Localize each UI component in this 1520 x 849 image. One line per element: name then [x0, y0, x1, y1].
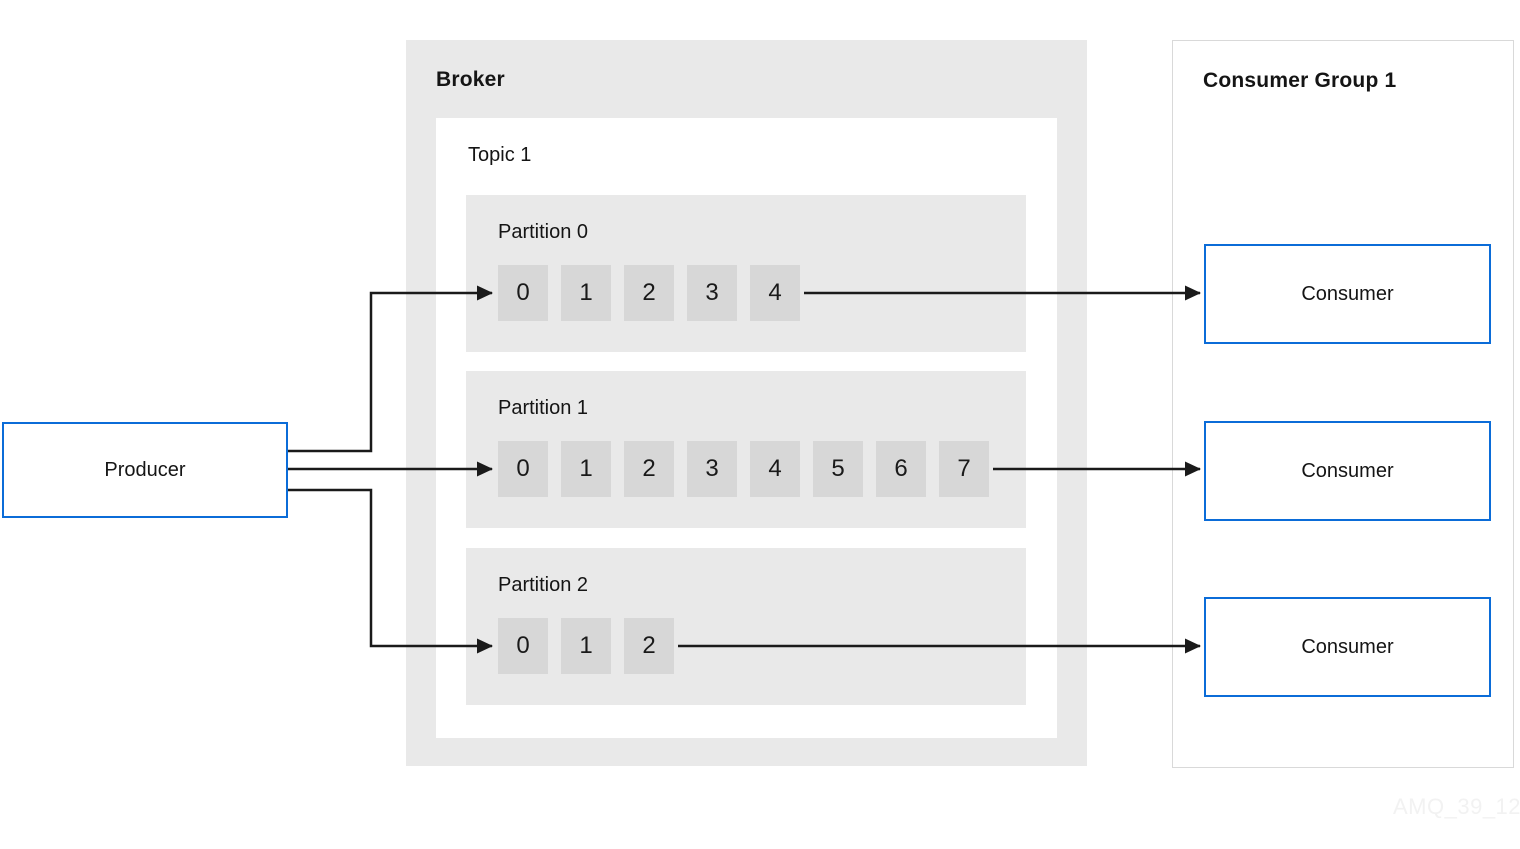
consumer-group-label: Consumer Group 1 [1203, 69, 1397, 92]
topic-label: Topic 1 [468, 144, 532, 166]
offset-cell: 1 [561, 441, 611, 497]
consumer-group-box: Consumer Group 1 Consumer Consumer Consu… [1172, 40, 1514, 768]
offset-cell: 3 [687, 265, 737, 321]
offset-cell: 1 [561, 618, 611, 674]
partition-1-label: Partition 1 [498, 397, 589, 419]
offset-cell: 4 [750, 265, 800, 321]
offset-cell: 0 [498, 441, 548, 497]
offset-cell: 2 [624, 265, 674, 321]
offset-cell: 2 [624, 441, 674, 497]
partition-2-label: Partition 2 [498, 574, 589, 596]
consumer-1-label: Consumer [1301, 282, 1394, 305]
producer-box: Producer [2, 422, 288, 518]
consumer-2-label: Consumer [1301, 459, 1394, 482]
offset-cell: 1 [561, 265, 611, 321]
offset-cell: 4 [750, 441, 800, 497]
consumer-box-2: Consumer [1204, 421, 1491, 521]
offset-cell: 0 [498, 265, 548, 321]
consumer-box-1: Consumer [1204, 244, 1491, 344]
broker-label: Broker [436, 68, 505, 91]
watermark-text: AMQ_39_1219 [1393, 794, 1520, 819]
offset-cell: 5 [813, 441, 863, 497]
producer-label: Producer [104, 458, 186, 481]
consumer-box-3: Consumer [1204, 597, 1491, 697]
offset-cell: 7 [939, 441, 989, 497]
offset-cell: 2 [624, 618, 674, 674]
consumer-3-label: Consumer [1301, 635, 1394, 658]
offset-cell: 3 [687, 441, 737, 497]
offset-cell: 0 [498, 618, 548, 674]
partition-0-label: Partition 0 [498, 221, 589, 243]
offset-cell: 6 [876, 441, 926, 497]
